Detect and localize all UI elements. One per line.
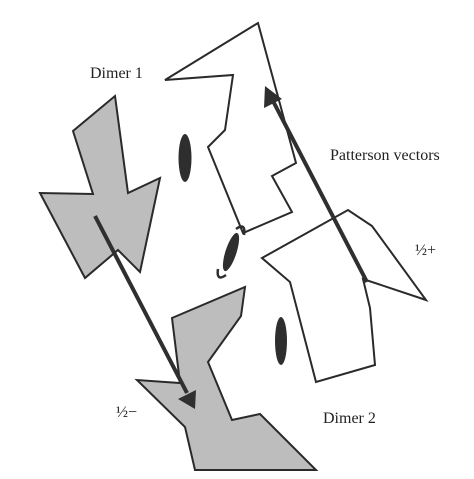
- half-plus-label: ½+: [415, 242, 437, 259]
- dimer1-gray-block: [38, 94, 162, 280]
- screw-axis-icon: [216, 225, 246, 279]
- dimer1-label: Dimer 1: [90, 65, 143, 82]
- patterson-vector-arrow-up: [264, 86, 369, 283]
- dimer2-label: Dimer 2: [323, 410, 376, 427]
- patterson-vector-arrow-down: [93, 215, 196, 409]
- patterson-vectors-label: Patterson vectors: [330, 147, 440, 164]
- dimer2-twofold-axis-icon: [275, 317, 287, 365]
- half-minus-label: ½−: [116, 404, 138, 421]
- dimer1-twofold-axis-icon: [178, 134, 192, 182]
- dimer1-white-block: [164, 21, 298, 235]
- dimer2-gray-block: [134, 285, 319, 471]
- dimer2-white-block: [260, 208, 429, 384]
